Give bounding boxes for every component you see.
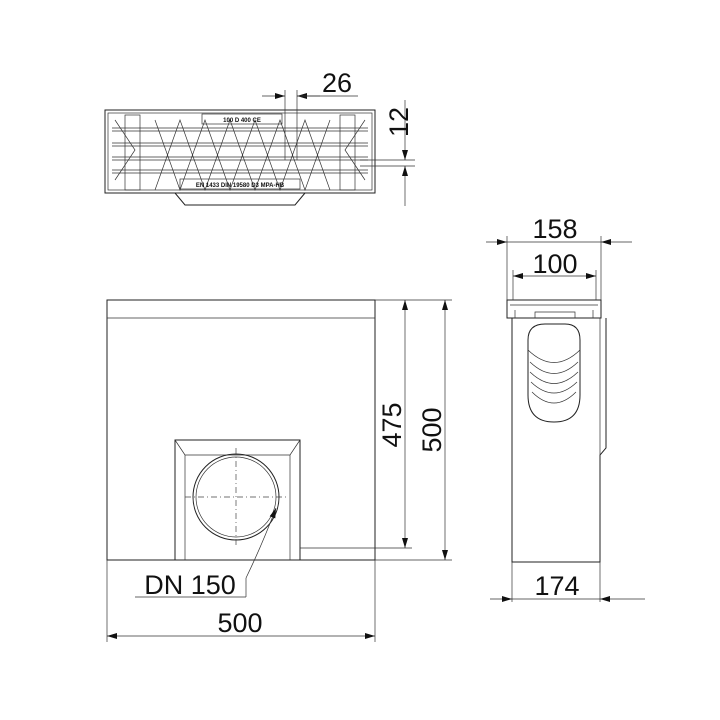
dimension-height-total: 500 (375, 299, 452, 561)
dimension-width-inner: 100 (512, 249, 597, 300)
dimension-width-top: 158 (486, 214, 632, 300)
channel-side-view (506, 299, 607, 602)
dimension-width-bottom: 174 (490, 571, 645, 602)
svg-text:174: 174 (534, 571, 579, 601)
svg-text:100: 100 (532, 249, 577, 279)
svg-text:158: 158 (532, 214, 577, 244)
svg-text:26: 26 (322, 68, 352, 98)
svg-text:DN 150: DN 150 (144, 570, 236, 600)
svg-text:500: 500 (417, 407, 447, 452)
svg-text:500: 500 (217, 608, 262, 638)
dimension-grate-slot: 12 (360, 100, 415, 206)
dimension-outlet: DN 150 (135, 507, 277, 600)
dimension-height-inner: 475 (300, 299, 412, 549)
grate-marking-bottom: EN 1433 DIN 19580 D3 MPA-HB (196, 183, 285, 189)
svg-text:475: 475 (377, 402, 407, 447)
dimension-length: 500 (107, 608, 375, 639)
dimension-grate-bar: 26 (262, 68, 358, 160)
channel-front-view (106, 299, 376, 642)
svg-text:12: 12 (384, 107, 414, 137)
grate-marking-top: 100 D 400 CE (223, 118, 261, 124)
grate-top-view: 100 D 400 CE EN 1433 DIN 19580 D3 MPA-HB (104, 109, 376, 206)
